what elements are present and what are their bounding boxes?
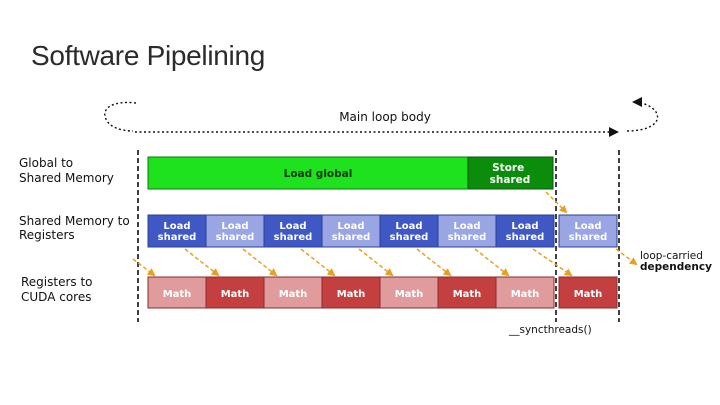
main-loop-label: Main loop body: [339, 110, 431, 124]
load-global-bar: [147, 156, 469, 190]
dependency-arrow: [242, 248, 278, 277]
math-cell-label: Math: [279, 289, 308, 300]
math-cell-label: Math: [221, 289, 250, 300]
load-shared-cell: [437, 214, 497, 248]
dependency-arrows: [132, 191, 638, 277]
dependency-arrow: [474, 248, 510, 277]
math-cell-label: Math: [453, 289, 482, 300]
loop-carried-label: loop-carried dependency: [640, 250, 712, 273]
load-shared-cell: [379, 214, 439, 248]
row-label-registers-to-cores: Registers to CUDA cores: [21, 275, 96, 304]
dependency-arrow: [532, 248, 573, 277]
math-cell-label: Math: [574, 289, 603, 300]
main-loop-arrow: [104, 97, 659, 137]
row-label-shared-to-registers: Shared Memory to Registers: [19, 214, 134, 242]
syncthreads-label: __syncthreads(): [508, 324, 592, 336]
dependency-arrow: [358, 248, 394, 277]
math-cell: [321, 276, 381, 309]
math-cell-label: Math: [511, 289, 540, 300]
load-shared-cell: [321, 214, 381, 248]
dependency-arrow: [545, 191, 568, 214]
math-cell-label: Math: [163, 289, 192, 300]
math-cell: [147, 276, 207, 309]
load-shared-cell: [147, 214, 207, 248]
math-cell-label: Math: [395, 289, 424, 300]
dependency-arrow: [416, 248, 452, 277]
load-shared-cell: [263, 214, 323, 248]
math-cell: [437, 276, 497, 309]
math-row: Math Math Math Math Math Math Math Math: [147, 276, 618, 309]
math-cell: [558, 276, 618, 309]
load-shared-cell: [495, 214, 555, 248]
math-cell: [495, 276, 555, 309]
dependency-arrow: [184, 248, 220, 277]
dependency-arrow: [615, 248, 638, 266]
math-cell: [263, 276, 323, 309]
dependency-arrow: [300, 248, 336, 277]
math-cell: [379, 276, 439, 309]
load-global-label: Load global: [284, 168, 353, 180]
load-shared-cell: [558, 214, 618, 248]
store-shared-label: Store shared: [490, 162, 531, 186]
load-shared-cell: [205, 214, 265, 248]
row-label-global-to-shared: Global to Shared Memory: [19, 156, 114, 185]
dependency-arrow: [132, 258, 156, 277]
slide-title: Software Pipelining: [31, 40, 265, 71]
math-cell: [205, 276, 265, 309]
store-shared-bar: [467, 156, 554, 190]
math-cell-label: Math: [337, 289, 366, 300]
